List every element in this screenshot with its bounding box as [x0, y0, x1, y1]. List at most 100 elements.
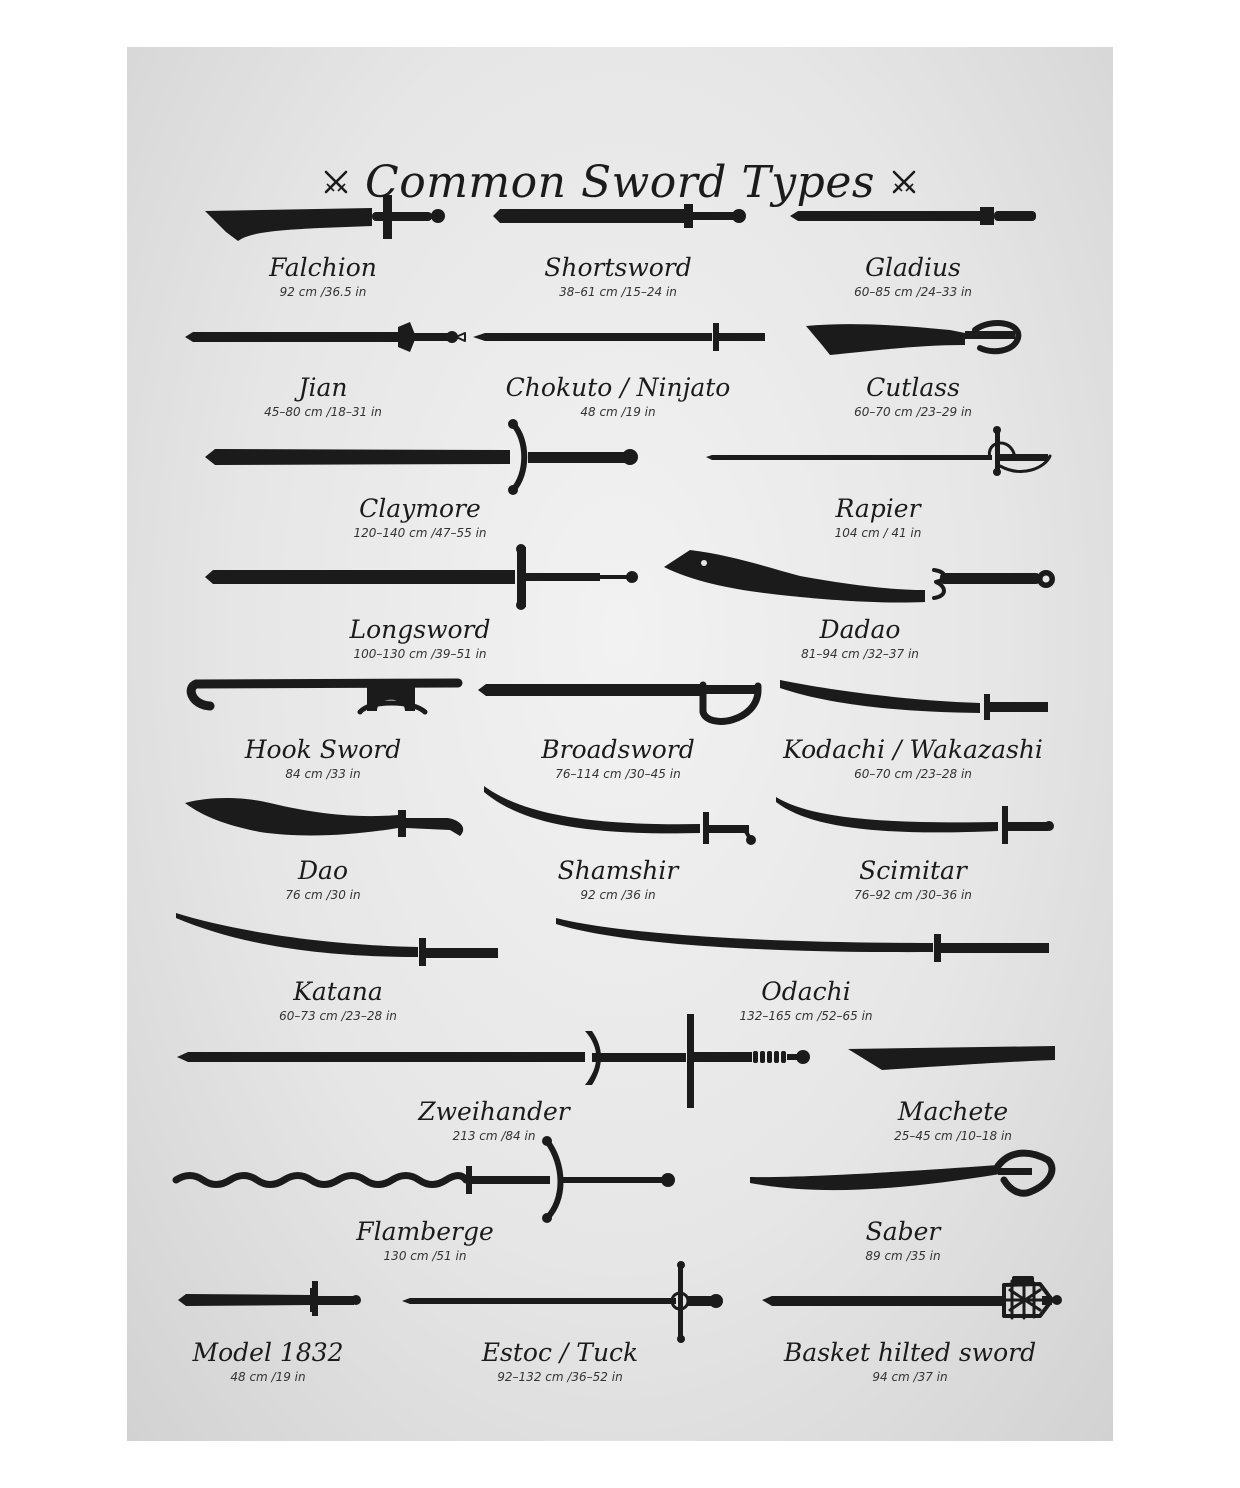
- saber-icon: [750, 1149, 1056, 1197]
- sword-label-katana: Katana 60–73 cm /23–28 in: [279, 976, 397, 1024]
- sword-name: Katana: [293, 977, 383, 1006]
- sword-length: 45–80 cm /18–31 in: [264, 405, 382, 419]
- sword-name: Dao: [297, 856, 348, 885]
- sword-name: Basket hilted sword: [783, 1338, 1037, 1367]
- sword-length: 92 cm /36.5 in: [279, 285, 367, 299]
- sword-length: 60–70 cm /23–28 in: [854, 767, 972, 781]
- poster-title: Common Sword Types: [365, 156, 875, 208]
- jian-icon: [185, 322, 466, 352]
- sword-length: 60–70 cm /23–29 in: [854, 405, 972, 419]
- odachi-icon: [556, 918, 1049, 962]
- sword-length: 76 cm /30 in: [285, 888, 361, 902]
- sword-label-jian: Jian 45–80 cm /18–31 in: [264, 372, 382, 420]
- sword-length: 76–114 cm /30–45 in: [555, 767, 681, 781]
- model-1832-icon: [178, 1281, 361, 1316]
- basket-hilted-sword-icon: [762, 1276, 1062, 1320]
- sword-name: Cutlass: [866, 373, 960, 402]
- sword-name: Machete: [897, 1097, 1009, 1126]
- sword-name: Chokuto / Ninjato: [505, 373, 731, 402]
- sword-label-dadao: Dadao 81–94 cm /32–37 in: [801, 614, 919, 662]
- sword-label-basket-hilted: Basket hilted sword 94 cm /37 in: [784, 1337, 1036, 1385]
- sword-label-chokuto: Chokuto / Ninjato 48 cm /19 in: [506, 372, 731, 420]
- sword-length: 94 cm /37 in: [872, 1370, 948, 1384]
- sword-length: 104 cm / 41 in: [834, 526, 922, 540]
- sword-name: Estoc / Tuck: [481, 1338, 639, 1367]
- sword-name: Saber: [865, 1217, 941, 1246]
- sword-name: Odachi: [761, 977, 851, 1006]
- sword-label-machete: Machete 25–45 cm /10–18 in: [894, 1096, 1012, 1144]
- sword-label-zweihander: Zweihander 213 cm /84 in: [418, 1096, 569, 1144]
- gladius-icon: [790, 207, 1036, 225]
- sword-length: 213 cm /84 in: [452, 1129, 536, 1143]
- sword-label-gladius: Gladius 60–85 cm /24–33 in: [854, 252, 972, 300]
- sword-length: 130 cm /51 in: [383, 1249, 467, 1263]
- sword-name: Jian: [298, 373, 348, 402]
- sword-label-shortsword: Shortsword 38–61 cm /15–24 in: [544, 252, 692, 300]
- sword-name: Flamberge: [356, 1217, 494, 1246]
- sword-label-estoc: Estoc / Tuck 92–132 cm /36–52 in: [482, 1337, 638, 1385]
- katana-icon: [176, 913, 498, 966]
- sword-name: Falchion: [269, 253, 377, 282]
- sword-length: 89 cm /35 in: [865, 1249, 941, 1263]
- estoc-icon: [402, 1261, 723, 1343]
- falchion-icon: [205, 195, 445, 241]
- sword-name: Longsword: [349, 615, 491, 644]
- sword-name: Broadsword: [541, 735, 695, 764]
- sword-name: Scimitar: [859, 856, 967, 885]
- sword-length: 100–130 cm /39–51 in: [353, 647, 487, 661]
- sword-length: 48 cm /19 in: [230, 1370, 306, 1384]
- sword-length: 92 cm /36 in: [580, 888, 656, 902]
- machete-icon: [848, 1046, 1055, 1070]
- dao-icon: [185, 798, 464, 837]
- crossed-swords-icon: [324, 170, 348, 194]
- sword-length: 120–140 cm /47–55 in: [353, 526, 487, 540]
- rapier-icon: [706, 426, 1052, 476]
- sword-name: Shortsword: [544, 253, 692, 282]
- sword-length: 25–45 cm /10–18 in: [894, 1129, 1012, 1143]
- sword-label-model-1832: Model 1832 48 cm /19 in: [192, 1337, 343, 1385]
- chokuto-icon: [473, 323, 765, 351]
- scimitar-icon: [776, 797, 1054, 844]
- sword-name: Zweihander: [418, 1097, 570, 1126]
- sword-label-shamshir: Shamshir 92 cm /36 in: [558, 855, 679, 903]
- kodachi-icon: [780, 680, 1048, 720]
- flamberge-icon: [172, 1136, 675, 1223]
- sword-label-rapier: Rapier 104 cm / 41 in: [835, 493, 922, 541]
- broadsword-icon: [478, 681, 762, 725]
- sword-label-hook-sword: Hook Sword 84 cm /33 in: [245, 734, 402, 782]
- longsword-icon: [205, 544, 638, 610]
- sword-label-kodachi: Kodachi / Wakazashi 60–70 cm /23–28 in: [783, 734, 1043, 782]
- sword-label-broadsword: Broadsword 76–114 cm /30–45 in: [541, 734, 695, 782]
- sword-name: Kodachi / Wakazashi: [783, 735, 1043, 764]
- sword-length: 84 cm /33 in: [285, 767, 361, 781]
- sword-name: Rapier: [835, 494, 921, 523]
- sword-length: 60–85 cm /24–33 in: [854, 285, 972, 299]
- sword-length: 60–73 cm /23–28 in: [279, 1009, 397, 1023]
- cutlass-icon: [806, 320, 1022, 355]
- sword-label-falchion: Falchion 92 cm /36.5 in: [269, 252, 377, 300]
- sword-label-dao: Dao 76 cm /30 in: [285, 855, 360, 903]
- sword-label-saber: Saber 89 cm /35 in: [865, 1216, 940, 1264]
- sword-name: Claymore: [359, 494, 481, 523]
- sword-length: 132–165 cm /52–65 in: [739, 1009, 873, 1023]
- crossed-swords-icon: [892, 170, 916, 194]
- claymore-icon: [205, 419, 638, 495]
- hook-sword-icon: [186, 678, 463, 715]
- sword-label-claymore: Claymore 120–140 cm /47–55 in: [353, 493, 486, 541]
- sword-name: Shamshir: [557, 856, 679, 885]
- shamshir-icon: [484, 786, 756, 845]
- sword-length: 92–132 cm /36–52 in: [497, 1370, 623, 1384]
- sword-label-flamberge: Flamberge 130 cm /51 in: [356, 1216, 494, 1264]
- title-row: Common Sword Types: [127, 147, 1113, 217]
- poster: Common Sword Types: [127, 47, 1113, 1441]
- sword-label-longsword: Longsword 100–130 cm /39–51 in: [350, 614, 491, 662]
- shortsword-icon: [493, 204, 746, 228]
- sword-length: 48 cm /19 in: [580, 405, 656, 419]
- sword-length: 81–94 cm /32–37 in: [801, 647, 919, 661]
- sword-name: Hook Sword: [244, 735, 402, 764]
- sword-length: 76–92 cm /30–36 in: [854, 888, 972, 902]
- sword-name: Model 1832: [192, 1338, 344, 1367]
- sword-name: Gladius: [865, 253, 961, 282]
- sword-label-scimitar: Scimitar 76–92 cm /30–36 in: [854, 855, 972, 903]
